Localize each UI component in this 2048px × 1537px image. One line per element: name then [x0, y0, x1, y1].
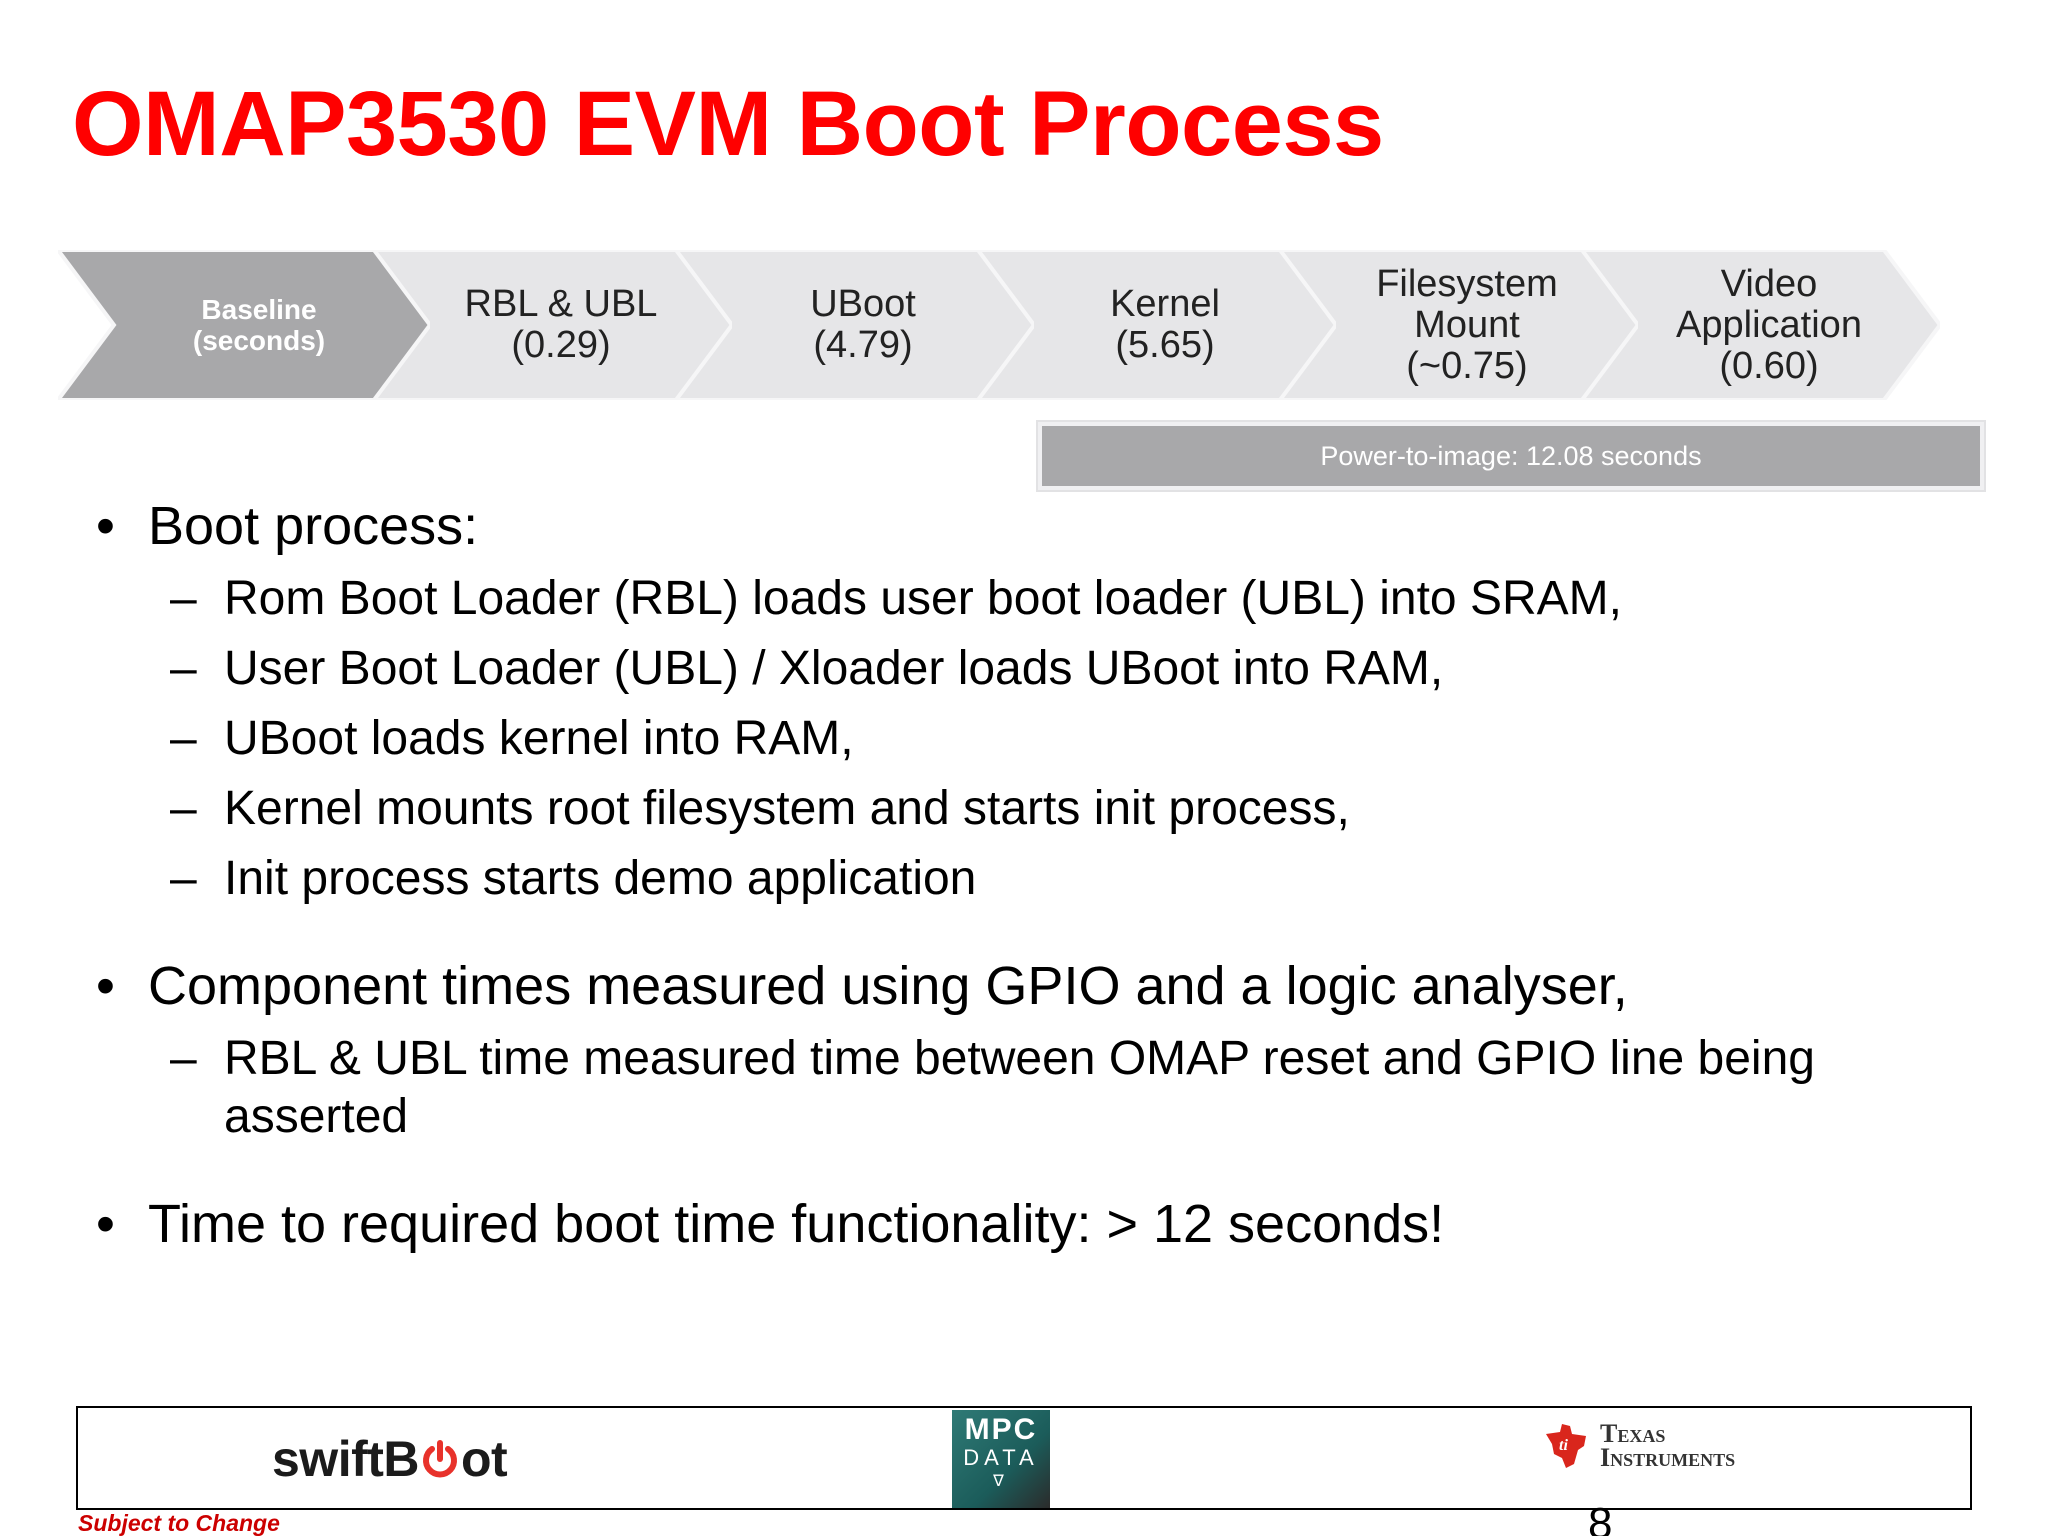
- sub-bullet-text: Rom Boot Loader (RBL) loads user boot lo…: [224, 572, 1622, 625]
- timeline-stage: Baseline(seconds): [58, 250, 430, 400]
- timeline-stage-line: (~0.75): [1406, 344, 1528, 387]
- timeline-stage-line: (0.29): [511, 324, 611, 366]
- timeline-stage-line: (5.65): [1115, 324, 1215, 366]
- timeline-stage-label: Kernel(5.65): [1080, 284, 1220, 366]
- mpc-data-logo: MPC DATA ∇: [952, 1410, 1050, 1508]
- timeline-stage-label: Baseline(seconds): [163, 294, 325, 356]
- timeline-stage: UBoot(4.79): [662, 250, 1034, 400]
- sub-bullet-text: User Boot Loader (UBL) / Xloader loads U…: [224, 642, 1444, 695]
- timeline-stage-label: UBoot(4.79): [780, 284, 916, 366]
- texas-instruments-logo: ti Texas Instruments: [1540, 1420, 1735, 1472]
- timeline-stage-line: (seconds): [192, 325, 326, 356]
- page-number: 8: [1588, 1502, 1613, 1536]
- power-icon: [423, 1440, 457, 1478]
- power-to-image-bar: Power-to-image: 12.08 seconds: [1036, 420, 1986, 492]
- timeline-stage-line: UBoot: [810, 283, 916, 325]
- timeline-stage-line: (0.60): [1719, 344, 1819, 387]
- timeline-stage-line: Mount: [1414, 303, 1520, 346]
- timeline-stage-line: Application: [1676, 303, 1862, 346]
- timeline-stage: RBL & UBL(0.29): [360, 250, 732, 400]
- timeline-stage: Kernel(5.65): [964, 250, 1336, 400]
- sub-bullet-text: Init process starts demo application: [224, 852, 977, 905]
- svg-text:ti: ti: [1559, 1437, 1568, 1454]
- timeline-stage-line: Kernel: [1110, 283, 1220, 325]
- texas-logo-icon: ti: [1546, 1424, 1586, 1468]
- chevron-arrow-shape: [58, 250, 430, 400]
- sub-bullet-text: Kernel mounts root filesystem and starts…: [224, 782, 1350, 835]
- timeline-stage-line: RBL & UBL: [464, 283, 658, 325]
- timeline-stage-line: Baseline: [201, 294, 317, 325]
- bullet-text: Time to required boot time functionality…: [148, 1194, 1445, 1254]
- timeline-stage-label: RBL & UBL(0.29): [435, 284, 658, 366]
- sub-bullet-text: UBoot loads kernel into RAM,: [224, 712, 854, 765]
- timeline-stage-line: Filesystem: [1376, 262, 1558, 305]
- sub-bullet-text: RBL & UBL time measured time between OMA…: [224, 1032, 1815, 1143]
- timeline-stage-line: Video: [1720, 262, 1818, 305]
- power-to-image-label: Power-to-image: 12.08 seconds: [1042, 426, 1980, 486]
- subject-to-change-note: Subject to Change: [78, 1510, 280, 1536]
- slide-title: OMAP3530 EVM Boot Process: [72, 73, 1384, 175]
- bullet-text: Component times measured using GPIO and …: [148, 956, 1628, 1016]
- bullet-text: Boot process:: [148, 496, 479, 556]
- timeline-stage-line: (4.79): [813, 324, 913, 366]
- swiftboot-logo: swiftB ot: [272, 1431, 508, 1487]
